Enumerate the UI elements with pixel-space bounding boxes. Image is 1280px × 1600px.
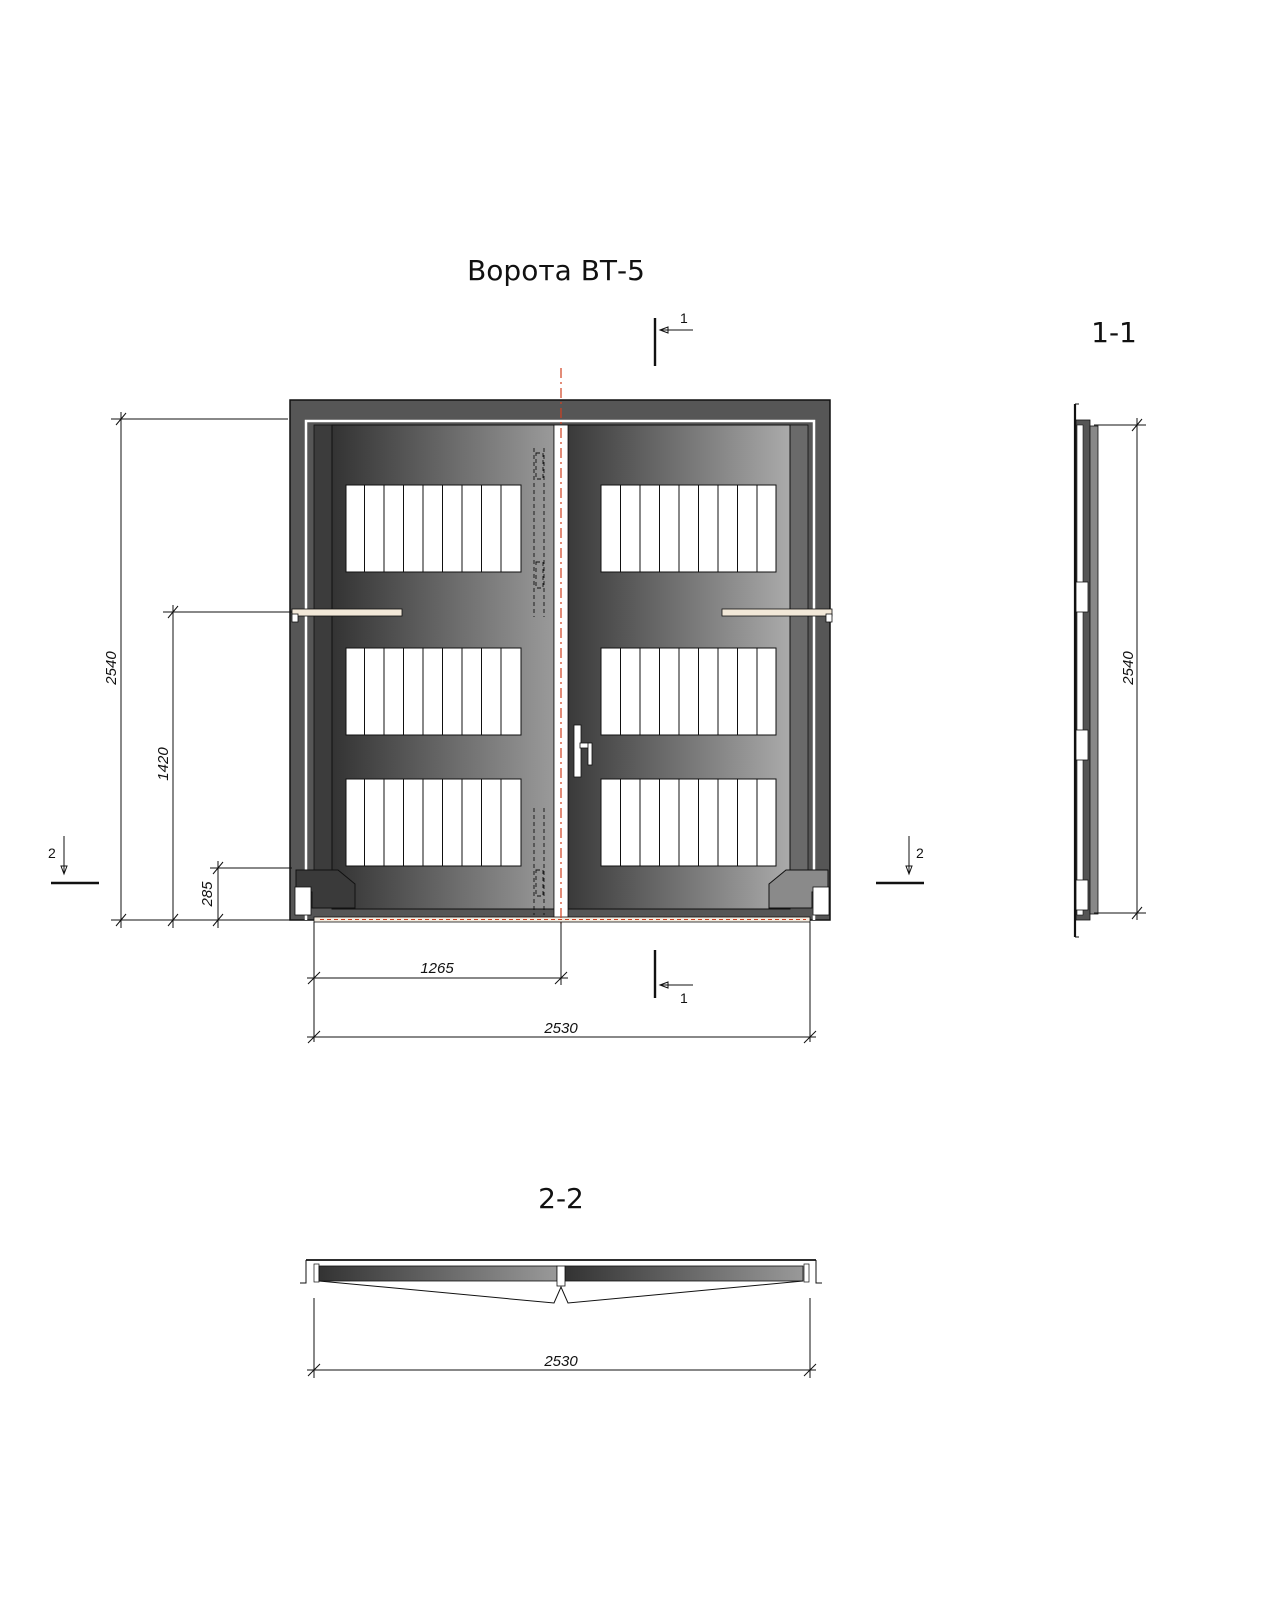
svg-text:1: 1 bbox=[680, 310, 688, 326]
drawing-title: Ворота ВТ-5 bbox=[467, 254, 645, 287]
right-panel-top bbox=[600, 484, 777, 573]
dim-side-height-text: 2540 bbox=[1120, 651, 1137, 686]
dim-height-total-text: 2540 bbox=[103, 651, 120, 686]
dim-plan-width: 2530 bbox=[307, 1298, 817, 1378]
section-2-plan bbox=[300, 1259, 822, 1304]
left-panel-top bbox=[345, 484, 522, 573]
section-1-profile bbox=[1073, 403, 1099, 938]
right-panel-middle bbox=[600, 647, 777, 736]
right-bolt-keeper bbox=[825, 613, 833, 623]
left-bolt-keeper bbox=[291, 613, 299, 623]
svg-text:2: 2 bbox=[48, 845, 56, 861]
svg-text:1: 1 bbox=[680, 990, 688, 1006]
section-2-title: 2-2 bbox=[538, 1182, 584, 1215]
right-panel-bottom bbox=[600, 778, 777, 867]
left-post bbox=[313, 424, 333, 891]
section-marker-1-top: 1 bbox=[653, 310, 693, 366]
left-panel-bottom bbox=[345, 778, 522, 867]
right-post bbox=[789, 424, 809, 891]
dim-bottom-offset: 285 bbox=[199, 861, 292, 928]
section-marker-2-left: 2 bbox=[48, 836, 99, 885]
door-handle bbox=[573, 724, 593, 778]
dim-side-height: 2540 bbox=[1094, 418, 1146, 920]
right-foot bbox=[812, 886, 830, 916]
dim-total-width-text: 2530 bbox=[543, 1020, 578, 1037]
left-foot bbox=[294, 886, 312, 916]
section-marker-1-bottom: 1 bbox=[653, 950, 693, 1006]
dim-handle-height-text: 1420 bbox=[155, 747, 172, 781]
dim-total-width: 2530 bbox=[307, 922, 817, 1044]
svg-text:2: 2 bbox=[916, 845, 924, 861]
section-1-title: 1-1 bbox=[1091, 316, 1137, 349]
left-bolt bbox=[291, 608, 403, 617]
dim-leaf-width-text: 1265 bbox=[420, 960, 454, 977]
left-panel-middle bbox=[345, 647, 522, 736]
gate-elevation bbox=[289, 368, 833, 925]
section-marker-2-right: 2 bbox=[876, 836, 924, 885]
opening-outline bbox=[304, 419, 816, 920]
right-bolt bbox=[721, 608, 833, 617]
dim-bottom-offset-text: 285 bbox=[199, 881, 216, 908]
hidden-vertical-bolts bbox=[533, 448, 545, 915]
dim-height-total: 2540 bbox=[103, 412, 292, 928]
dim-leaf-width: 1265 bbox=[307, 922, 568, 1042]
dim-handle-height: 1420 bbox=[155, 605, 292, 928]
dim-plan-width-text: 2530 bbox=[543, 1353, 578, 1370]
